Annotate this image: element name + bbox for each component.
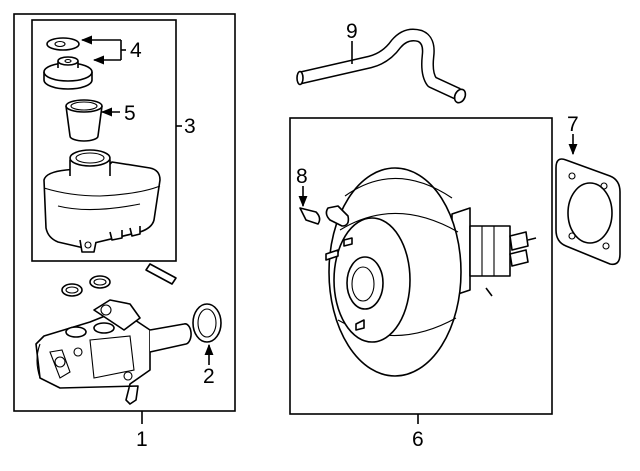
callout-4: 4 <box>130 39 142 62</box>
callout-leaders-left <box>80 35 214 424</box>
callout-5: 5 <box>124 102 136 125</box>
master-cylinder-part <box>35 299 192 405</box>
callout-3: 3 <box>184 115 196 138</box>
booster-gasket-part <box>555 158 621 266</box>
callout-1: 1 <box>136 428 148 451</box>
reservoir-strainer-part <box>65 99 103 142</box>
callout-2: 2 <box>203 365 215 388</box>
reservoir-cap-part <box>43 37 93 90</box>
booster-frame <box>289 117 553 415</box>
vacuum-hose-part <box>296 28 467 104</box>
callout-9: 9 <box>346 20 358 43</box>
brake-booster-part <box>299 167 537 377</box>
seal-rings-part <box>61 263 177 297</box>
reservoir-tank-part <box>43 149 161 253</box>
callout-7: 7 <box>567 113 579 136</box>
o-ring-part <box>192 303 222 343</box>
callout-6: 6 <box>412 428 424 451</box>
callout-8: 8 <box>296 165 308 188</box>
master-cylinder-frame <box>13 13 236 412</box>
reservoir-kit-frame <box>31 19 177 262</box>
